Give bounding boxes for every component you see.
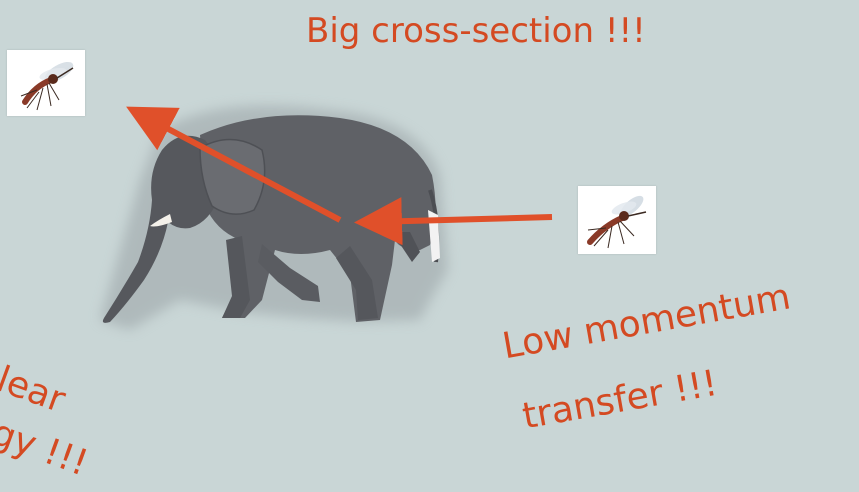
slide: Big cross-section !!! — [0, 0, 859, 492]
collision-diagram — [0, 0, 859, 492]
